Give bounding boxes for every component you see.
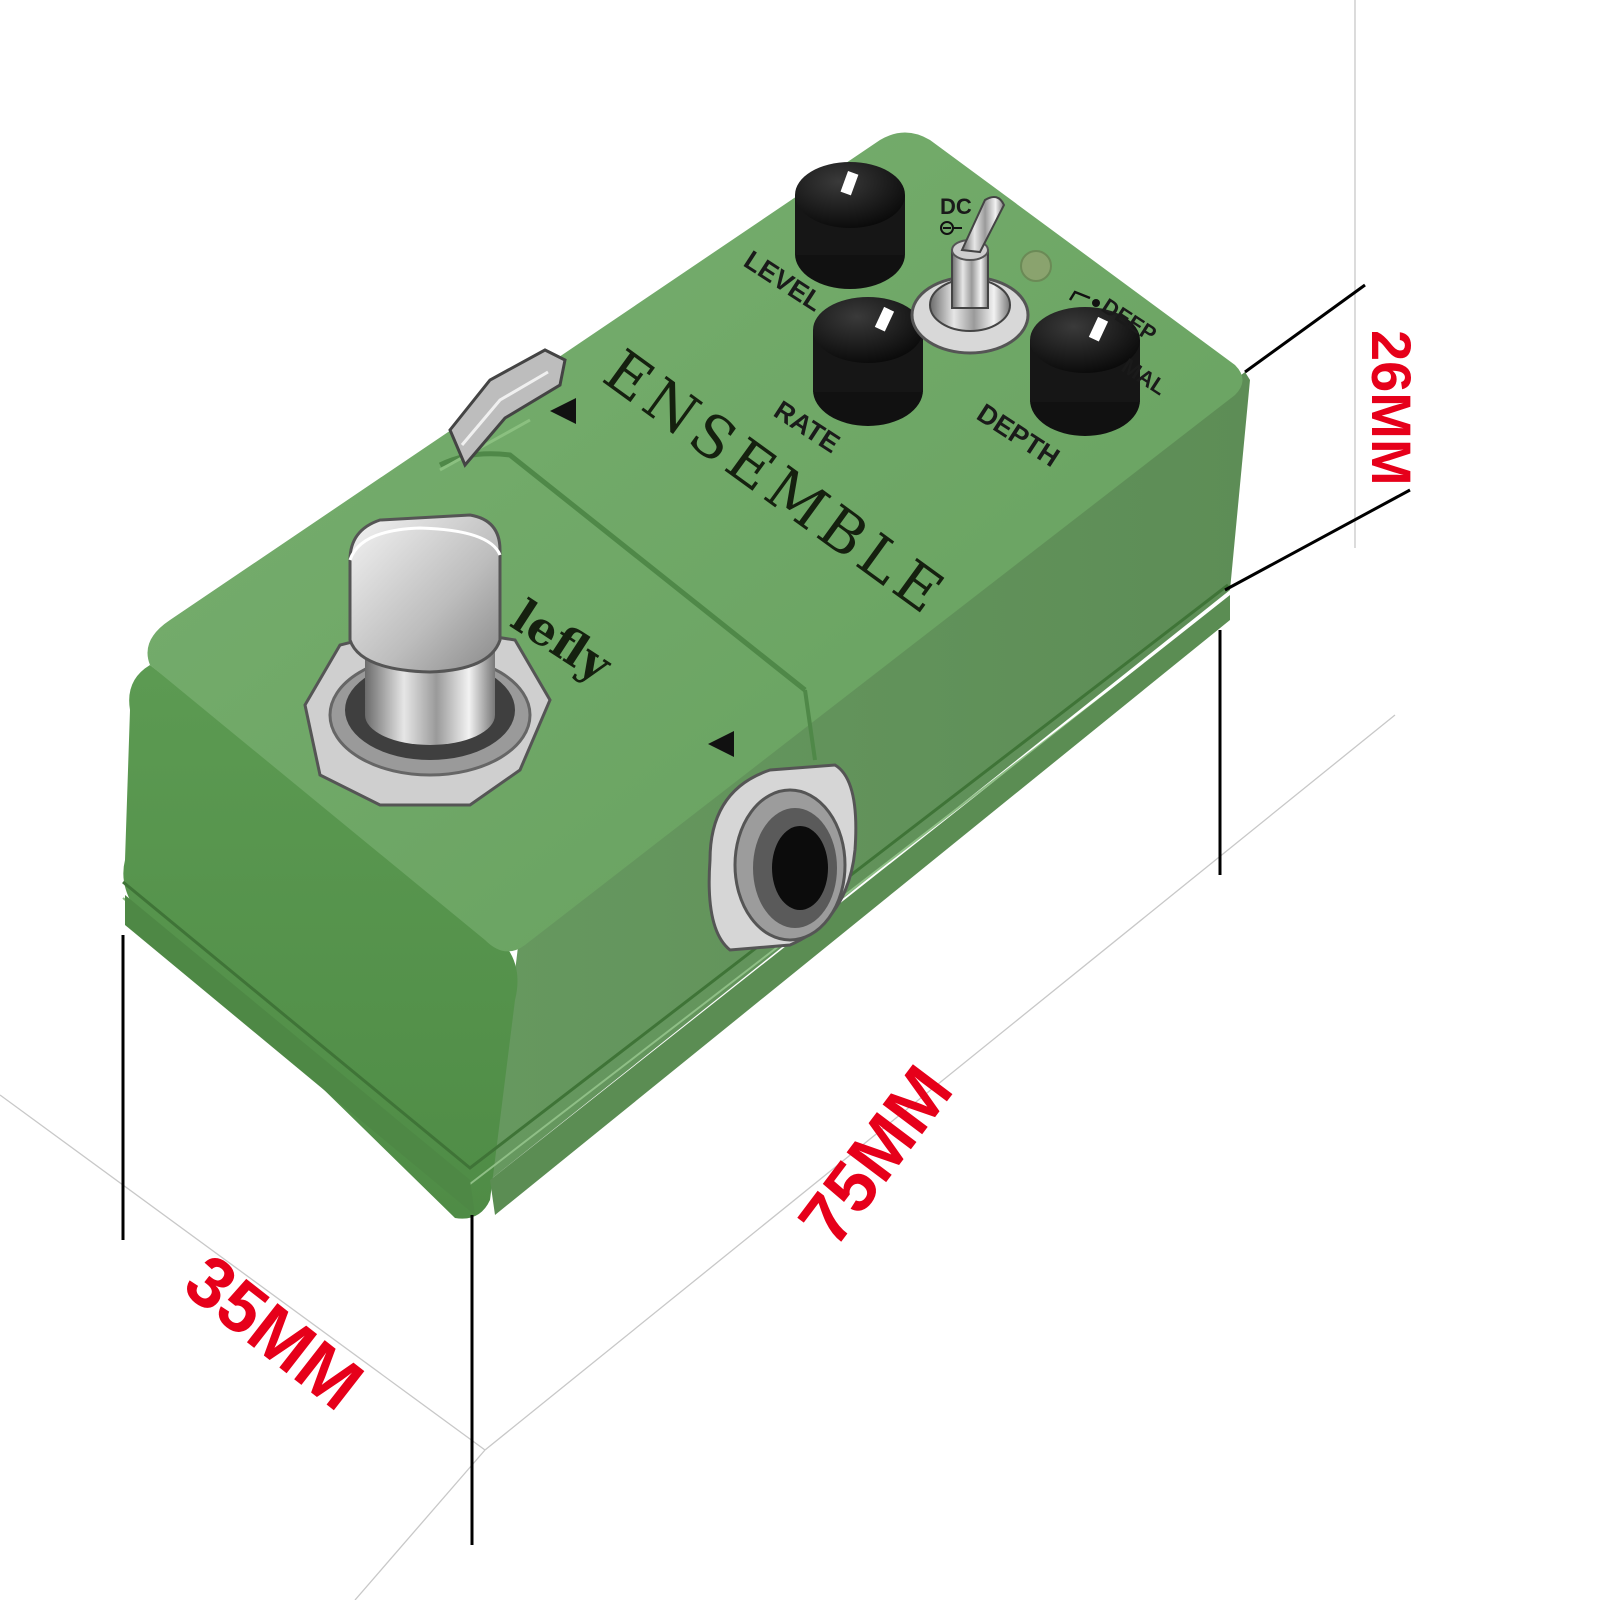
output-jack[interactable] [707,763,858,952]
mode-toggle-switch[interactable] [910,195,1030,355]
left-jack [448,348,567,468]
status-led [1020,250,1052,282]
length-dimension-label: 75MM [784,1052,968,1260]
guide-lines [0,0,1396,1601]
output-arrow-icon [708,731,734,757]
panel-seam [438,418,817,761]
toggle-bracket [1068,290,1091,301]
rate-knob[interactable] [813,297,923,426]
level-knob[interactable] [795,162,905,289]
footswitch[interactable] [303,513,552,807]
height-dimension-label: 26MM [1360,330,1423,486]
dimension-lines [121,283,1411,1545]
power-polarity-icon [940,221,962,235]
input-arrow-icon [550,398,576,424]
depth-knob[interactable] [1030,307,1140,436]
toggle-dot-icon [1092,299,1100,307]
width-dimension-label: 35MM [170,1240,377,1426]
power-label: DC [940,194,972,219]
